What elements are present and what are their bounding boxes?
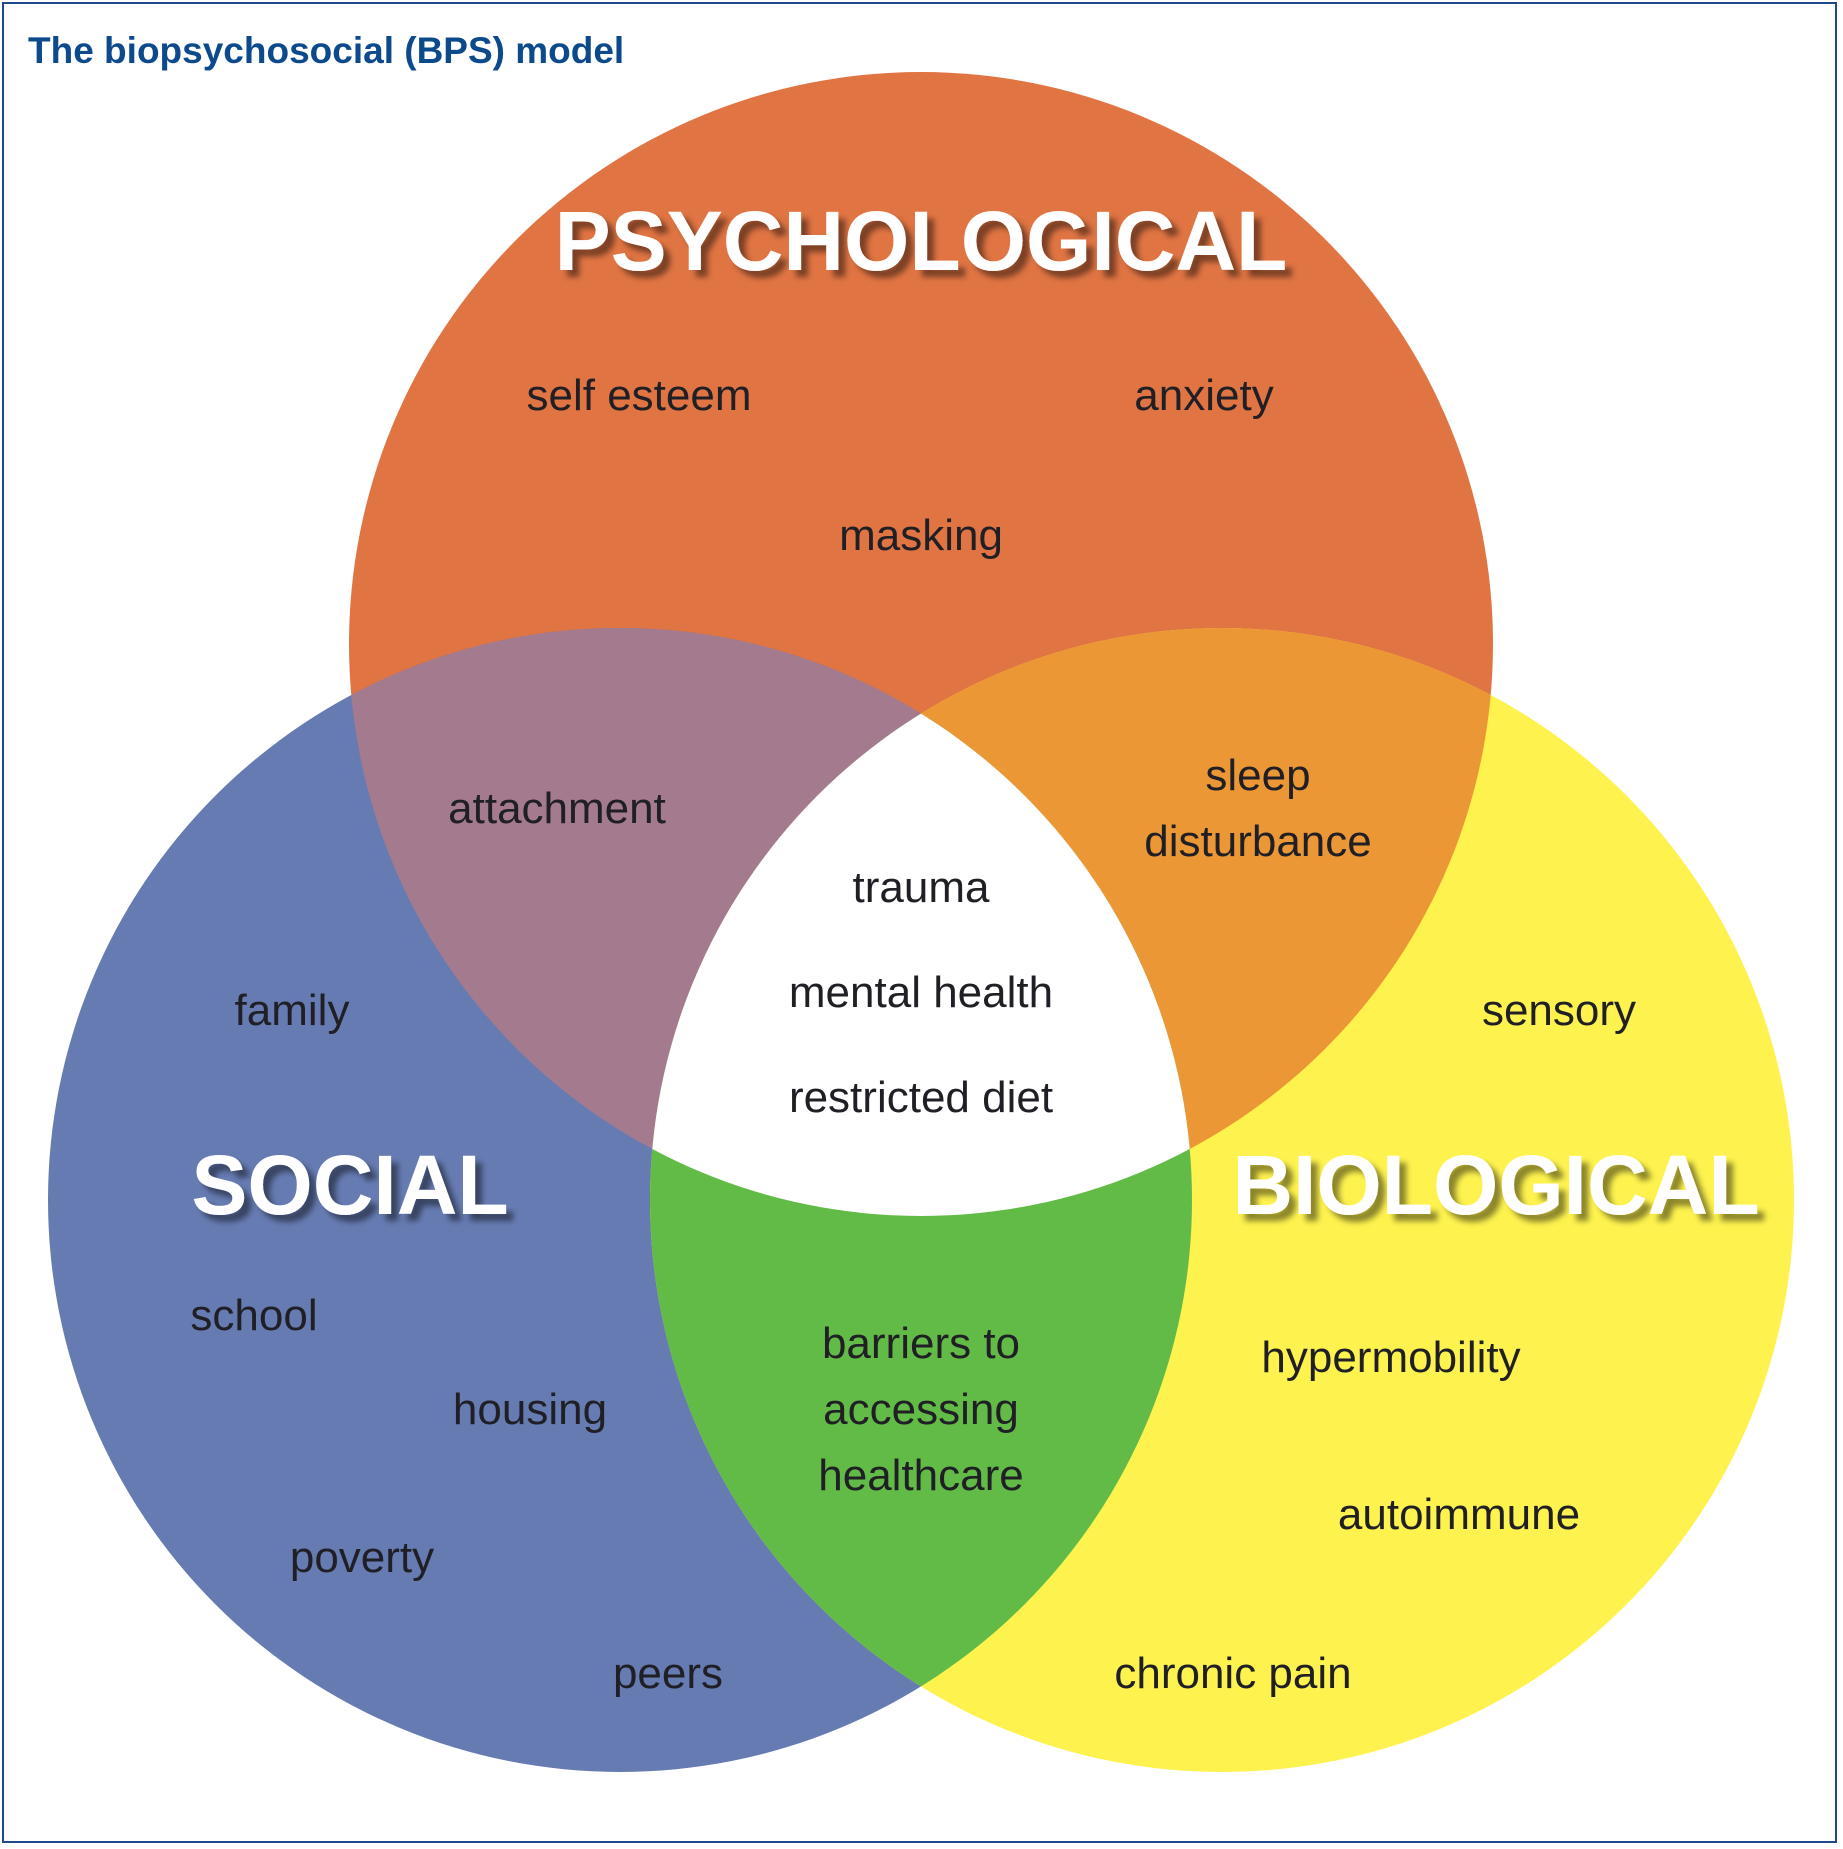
- diagram-title: The biopsychosocial (BPS) model: [28, 30, 625, 71]
- social-item-family: family: [235, 986, 350, 1035]
- social-bio-item-line-1: barriers to: [822, 1319, 1020, 1368]
- social-item-housing: housing: [453, 1385, 607, 1434]
- psych-item-self-esteem: self esteem: [527, 371, 752, 420]
- bio-item-sensory: sensory: [1482, 986, 1636, 1035]
- social-bio-item-line-3: healthcare: [818, 1451, 1023, 1500]
- psych-item-anxiety: anxiety: [1134, 371, 1273, 420]
- center-item-restricted-diet: restricted diet: [789, 1073, 1053, 1122]
- center-overlap: [650, 628, 1192, 1216]
- social-item-poverty: poverty: [290, 1533, 434, 1582]
- psych-social-item-attachment: attachment: [448, 784, 666, 833]
- social-item-school: school: [190, 1291, 317, 1340]
- psych-bio-item-line-1: sleep: [1205, 751, 1310, 800]
- social-label: SOCIAL: [191, 1138, 508, 1232]
- bio-item-hypermobility: hypermobility: [1261, 1333, 1520, 1382]
- center-item-mental-health: mental health: [789, 968, 1053, 1017]
- psych-bio-item-line-2: disturbance: [1144, 817, 1371, 866]
- social-bio-item-line-2: accessing: [823, 1385, 1019, 1434]
- center-item-trauma: trauma: [853, 863, 990, 912]
- psychological-label: PSYCHOLOGICAL: [555, 194, 1288, 288]
- psych-item-masking: masking: [839, 511, 1003, 560]
- social-item-peers: peers: [613, 1649, 723, 1698]
- bio-item-autoimmune: autoimmune: [1338, 1490, 1580, 1539]
- biological-label: BIOLOGICAL: [1232, 1138, 1759, 1232]
- bio-item-chronic-pain: chronic pain: [1114, 1649, 1351, 1698]
